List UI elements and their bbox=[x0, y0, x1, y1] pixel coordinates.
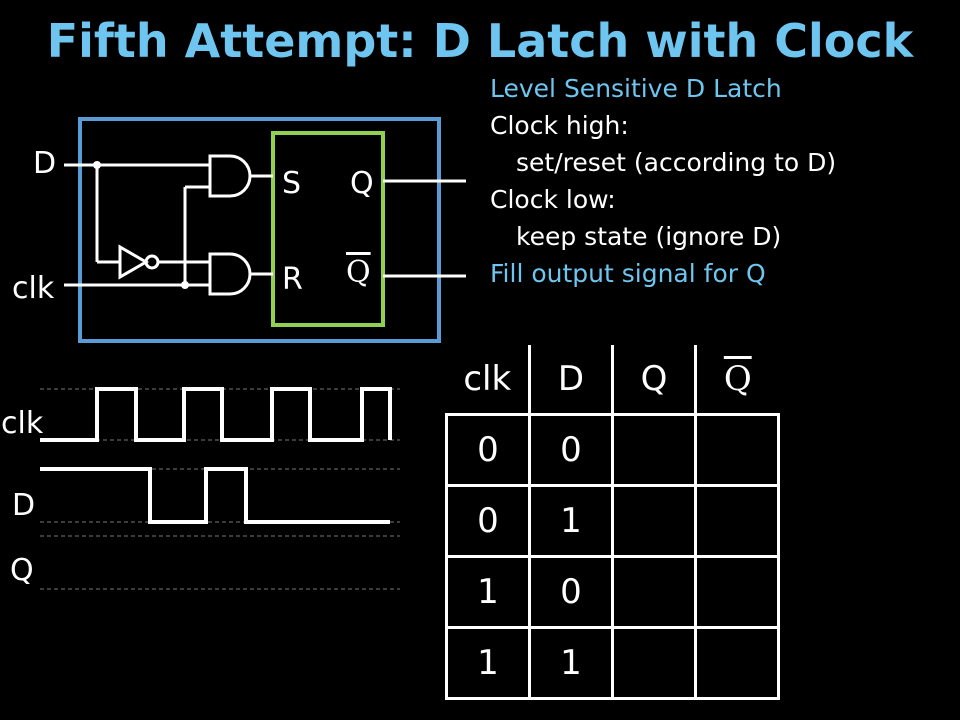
table-row: 1 1 bbox=[445, 626, 780, 700]
input-d-label: D bbox=[33, 146, 57, 181]
cell-d: 1 bbox=[528, 626, 614, 700]
d-waveform bbox=[40, 467, 390, 524]
cell-q[interactable] bbox=[611, 413, 697, 487]
cell-d: 0 bbox=[528, 413, 614, 487]
sr-latch-box bbox=[271, 131, 385, 327]
note-clock-high: Clock high: bbox=[490, 111, 629, 140]
cell-clk: 0 bbox=[445, 484, 531, 558]
cell-clk: 1 bbox=[445, 555, 531, 629]
table-row: 1 0 bbox=[445, 555, 780, 629]
cell-clk: 0 bbox=[445, 413, 531, 487]
truth-table-header: clk D Q Q bbox=[446, 345, 779, 416]
cell-q[interactable] bbox=[611, 626, 697, 700]
latch-r-label: R bbox=[282, 262, 303, 297]
slide-title: Fifth Attempt: D Latch with Clock bbox=[46, 14, 914, 68]
latch-qbar-label: Q bbox=[346, 255, 371, 290]
cell-clk: 1 bbox=[445, 626, 531, 700]
inverter-gate bbox=[118, 244, 150, 280]
truth-table: clk D Q Q 0 0 0 1 1 0 1 1 bbox=[445, 345, 780, 700]
cell-d: 1 bbox=[528, 484, 614, 558]
cell-qbar[interactable] bbox=[694, 484, 780, 558]
cell-qbar[interactable] bbox=[694, 626, 780, 700]
outer-latch-box bbox=[78, 117, 441, 343]
note-fill-output: Fill output signal for Q bbox=[490, 259, 766, 288]
table-row: 0 1 bbox=[445, 484, 780, 558]
waveform-clk-label: clk bbox=[1, 406, 44, 441]
cell-d: 0 bbox=[528, 555, 614, 629]
note-latch-type: Level Sensitive D Latch bbox=[490, 74, 782, 103]
latch-q-label: Q bbox=[350, 166, 374, 201]
and-gate-bottom bbox=[208, 252, 252, 296]
cell-qbar[interactable] bbox=[694, 555, 780, 629]
note-set-reset: set/reset (according to D) bbox=[516, 148, 837, 177]
and-gate-top bbox=[208, 154, 252, 198]
clk-waveform bbox=[40, 387, 392, 442]
notes-panel: Level Sensitive D Latch Clock high: set/… bbox=[490, 70, 836, 292]
cell-q[interactable] bbox=[611, 555, 697, 629]
table-row: 0 0 bbox=[445, 413, 780, 487]
header-q: Q bbox=[611, 345, 697, 416]
header-clk: clk bbox=[446, 345, 531, 416]
latch-s-label: S bbox=[282, 166, 302, 201]
header-d: D bbox=[528, 345, 614, 416]
cell-q[interactable] bbox=[611, 484, 697, 558]
note-clock-low: Clock low: bbox=[490, 185, 616, 214]
input-clk-label: clk bbox=[12, 271, 55, 306]
cell-qbar[interactable] bbox=[694, 413, 780, 487]
waveform-q-label: Q bbox=[10, 553, 34, 588]
note-keep-state: keep state (ignore D) bbox=[516, 222, 782, 251]
header-qbar: Q bbox=[694, 345, 779, 416]
waveform-d-label: D bbox=[12, 488, 36, 523]
